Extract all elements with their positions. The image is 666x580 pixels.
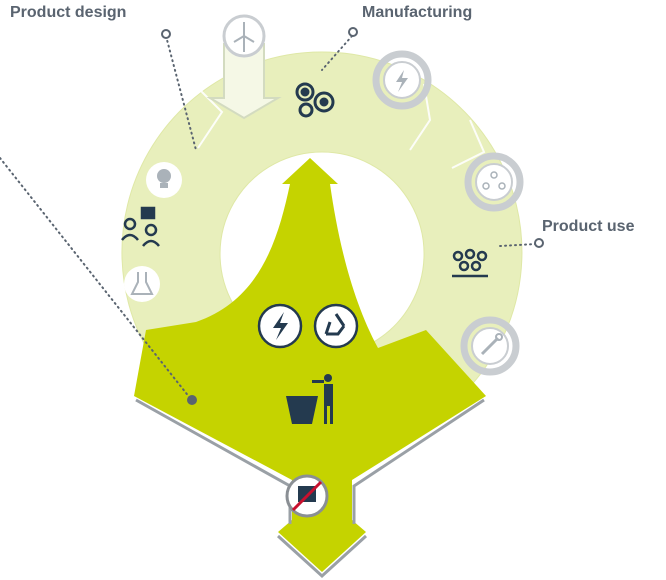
gears-icon: [295, 82, 335, 118]
energy-icon: [257, 303, 303, 349]
green-arrow: [134, 158, 486, 572]
team-cycle-icon: [464, 152, 524, 212]
maintenance-cycle-icon: [460, 316, 520, 376]
lightbulb-icon: [146, 162, 182, 198]
disposal-pointer-dot: [187, 395, 197, 405]
flask-icon: [124, 266, 160, 302]
manufacturing-label: Manufacturing: [362, 4, 473, 21]
arrow-tip-outline: [276, 534, 368, 579]
disposal-bin-icon: [286, 374, 333, 424]
no-landfill-icon: [285, 474, 329, 518]
design-pointer-ring: [161, 29, 171, 39]
product-design-label: Product design: [10, 4, 127, 21]
energy-cycle-icon: [372, 50, 432, 110]
product-use-pointer-ring: [534, 238, 544, 248]
wind-turbine-icon: [206, 14, 282, 120]
manufacturing-pointer-ring: [348, 27, 358, 37]
pointer-lines: [0, 35, 537, 399]
discussion-icon: [121, 206, 160, 247]
product-use-label: Product use: [542, 218, 635, 235]
group-icon: [452, 248, 488, 278]
recycle-icon: [313, 303, 359, 349]
arrow-shadow-line-right: [352, 398, 485, 524]
